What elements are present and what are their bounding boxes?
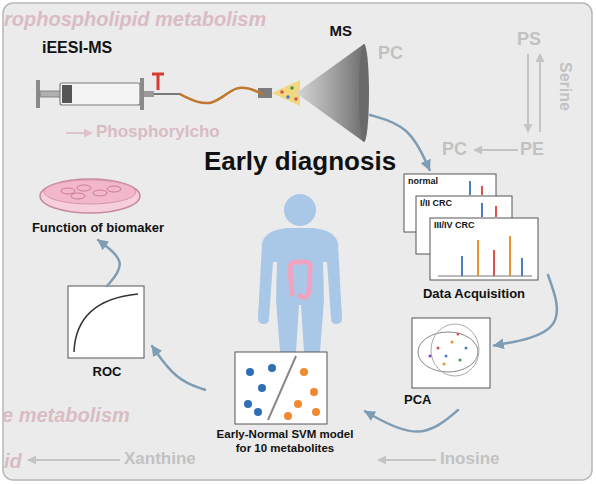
pathway-label: PC (378, 44, 403, 64)
pathway-label: PC (442, 140, 467, 160)
main-title: Early diagnosis (204, 146, 396, 177)
node-label: PCA (404, 392, 431, 408)
pathway-label: Inosine (440, 450, 500, 469)
spectra-cards (404, 174, 538, 280)
roc-plot (68, 286, 144, 358)
node-label: Data Acquisition (423, 286, 525, 302)
spray-emitter (258, 80, 300, 106)
node-label: iEESI-MS (42, 38, 112, 57)
step-node: Early-Normal SVM model for 10 metabolite… (205, 352, 365, 460)
workflow-arrow (98, 240, 120, 286)
petri-dish (40, 179, 140, 213)
capillary-tube (180, 88, 262, 103)
human-figure (258, 194, 342, 352)
pca-plot (412, 318, 490, 388)
node-label: I/II CRC (420, 198, 452, 209)
pathway-label: Serine (556, 62, 574, 111)
ms-cone (296, 44, 369, 142)
node-label: Early-Normal SVM model for 10 metabolite… (209, 428, 361, 456)
step-node: Data Acquisition normalI/II CRC III/IV CRC (400, 170, 548, 310)
spectrum-card: III/IV CRC (430, 218, 538, 280)
step-node: iEESI-MS (40, 38, 180, 110)
svm-plot (235, 352, 327, 424)
workflow-arrow (365, 410, 458, 432)
node-label: Function of biomaker (32, 220, 164, 236)
step-node: MS (262, 22, 370, 146)
pathway-label: Xanthine (124, 450, 196, 469)
node-label: MS (330, 22, 353, 40)
workflow-arrow (494, 275, 557, 346)
node-label: normal (408, 176, 438, 187)
pathway-label: PE (520, 140, 544, 160)
pathway-label: e metabolism (2, 404, 130, 426)
pathway-label: id (4, 450, 22, 472)
node-label: III/IV CRC (434, 220, 475, 231)
step-node: Function of biomaker (18, 176, 178, 240)
workflow-arrow (152, 346, 205, 390)
step-node: PCA (404, 318, 494, 410)
syringe (36, 74, 180, 110)
pathway-label: Phosphorylcho (96, 123, 220, 142)
pathway-label: rophospholipid metabolism (4, 8, 266, 30)
pathway-label: PS (517, 30, 541, 50)
node-label: ROC (93, 364, 122, 380)
step-node: ROC (62, 286, 152, 386)
frame (3, 3, 592, 480)
pathway-arrows (28, 54, 540, 460)
